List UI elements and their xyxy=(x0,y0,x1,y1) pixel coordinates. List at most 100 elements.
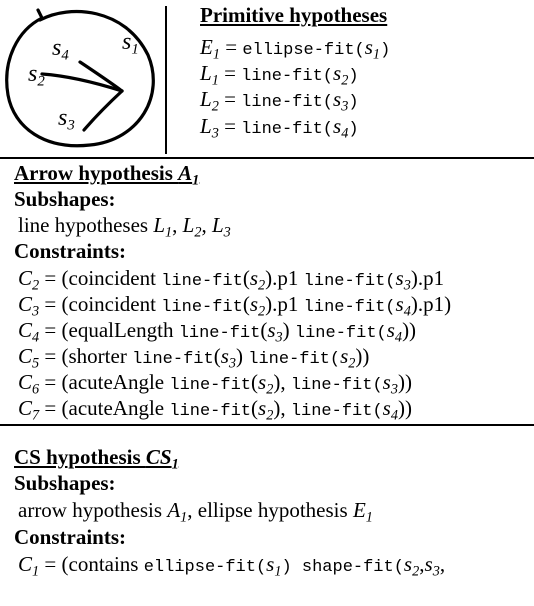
stroke-arg-sub: 4 xyxy=(341,125,349,142)
constraint-text: = (acuteAngle xyxy=(39,370,170,394)
stroke-arg: s xyxy=(395,266,404,290)
stroke-arg-sub: 3 xyxy=(390,381,398,398)
constraint-var: C xyxy=(18,318,33,342)
primitive-row: L3 = line-fit(s4) xyxy=(200,113,359,143)
hypothesis-var: L xyxy=(200,87,212,111)
paren: ( xyxy=(251,370,258,394)
paren: ( xyxy=(372,402,383,421)
constraint-var: C xyxy=(18,292,33,316)
paren: ( xyxy=(322,93,333,112)
constraint-text: )) xyxy=(397,370,412,394)
label-s4: s4 xyxy=(52,35,69,64)
constraint-row: C5 = (shorter line-fit(s3) line-fit(s2)) xyxy=(18,343,369,373)
stroke-arg-sub: 3 xyxy=(275,329,283,346)
constraint-text: ).p1 xyxy=(410,266,445,290)
paren: ( xyxy=(385,272,396,291)
constraint-row: C2 = (coincident line-fit(s2).p1 line-fi… xyxy=(18,265,444,295)
stroke-arg-sub: 3 xyxy=(403,277,411,294)
paren: ( xyxy=(372,376,383,395)
cs-subshapes-text: arrow hypothesis A1, ellipse hypothesis … xyxy=(18,498,373,526)
stroke-arg-sub: 1 xyxy=(372,46,381,63)
stroke-arg-sub: 2 xyxy=(266,407,274,424)
sketch-figure: s1 s4 s2 s3 xyxy=(0,0,165,158)
fit-function: line-fit xyxy=(290,376,373,395)
equals-sign: = xyxy=(218,87,242,111)
label-s1: s1 xyxy=(122,29,139,58)
paren: ) xyxy=(380,41,391,60)
constraint-text: ).p1) xyxy=(410,292,452,316)
stroke-arg: s xyxy=(340,344,349,368)
stroke-s2-shaft xyxy=(40,72,124,93)
fit-function: line-fit xyxy=(290,402,373,421)
hypothesis-var-sub: 2 xyxy=(211,98,219,115)
constraint-var-sub: 7 xyxy=(32,407,40,424)
equals-sign: = xyxy=(218,114,242,138)
hypothesis-var: E xyxy=(200,35,213,59)
separator: , xyxy=(172,213,183,237)
fit-function: line-fit xyxy=(241,67,323,86)
stroke-arg-sub: 2 xyxy=(348,355,356,372)
stroke-arg: s xyxy=(333,61,342,85)
fit-function: line-fit xyxy=(303,298,386,317)
paren: ( xyxy=(213,344,221,368)
separator: , xyxy=(201,213,212,237)
subshape-var: L xyxy=(153,213,165,237)
constraint-text: = (shorter xyxy=(39,344,133,368)
arrow-constraints-label: Constraints: xyxy=(14,239,127,263)
constraint-var-sub: 6 xyxy=(32,381,40,398)
arrow-subshapes-label: Subshapes: xyxy=(14,187,116,211)
constraint-var: C xyxy=(18,370,33,394)
fit-function: line-fit xyxy=(248,350,330,369)
constraint-text: = (coincident xyxy=(39,292,162,316)
stroke-arg-sub: 3 xyxy=(228,355,237,372)
primitive-heading: Primitive hypotheses xyxy=(200,3,388,27)
constraint-var-sub: 2 xyxy=(32,277,40,294)
constraint-text: ) xyxy=(236,344,249,368)
constraint-row: C7 = (acuteAngle line-fit(s2), line-fit(… xyxy=(18,395,412,425)
hypothesis-var-sub: 3 xyxy=(211,125,219,142)
fit-function: line-fit xyxy=(241,120,323,139)
constraint-text: = (equalLength xyxy=(39,318,179,342)
stroke-arg: s xyxy=(382,396,391,420)
stroke-arg: s xyxy=(333,114,342,138)
fit-function: line-fit xyxy=(241,93,323,112)
stroke-arg-sub: 4 xyxy=(394,329,403,346)
constraint-var: C xyxy=(18,396,33,420)
paren: ) xyxy=(348,120,359,139)
sketch-drawing xyxy=(5,8,155,148)
stroke-arg: s xyxy=(249,266,259,290)
stroke-arg: s xyxy=(386,318,395,342)
constraint-text: )) xyxy=(355,344,370,368)
primitive-row: L1 = line-fit(s2) xyxy=(200,60,359,90)
constraint-var: C xyxy=(18,266,33,290)
cs-heading: CS hypothesis CS1 xyxy=(14,445,179,473)
divider-middle xyxy=(0,424,534,426)
stroke-s3-head xyxy=(82,89,124,132)
vertical-divider xyxy=(165,6,167,154)
constraint-var-sub: 5 xyxy=(32,355,40,372)
stroke-arg-sub: 2 xyxy=(258,277,266,294)
subshape-var-sub: 1 xyxy=(165,224,173,241)
stroke-arg: s xyxy=(395,292,404,316)
constraint-text: )) xyxy=(402,318,417,342)
constraint-text: ), xyxy=(273,396,291,420)
paren: ( xyxy=(322,120,333,139)
arrow-subshapes-text: line hypotheses L1, L2, L3 xyxy=(18,213,231,241)
stroke-arg-sub: 2 xyxy=(258,303,266,320)
stroke-s1-ellipse xyxy=(5,8,155,148)
constraint-var-sub: 3 xyxy=(32,303,40,320)
cs-subshapes-label: Subshapes: xyxy=(14,471,116,495)
paren: ( xyxy=(260,318,268,342)
stroke-arg-sub: 4 xyxy=(390,407,398,424)
stroke-arg: s xyxy=(333,87,342,111)
paren: ( xyxy=(385,298,396,317)
paren: ( xyxy=(354,41,365,60)
constraint-text: = (acuteAngle xyxy=(39,396,170,420)
paren: ( xyxy=(251,396,258,420)
constraint-text: )) xyxy=(397,396,412,420)
constraint-row: C4 = (equalLength line-fit(s3) line-fit(… xyxy=(18,317,416,347)
constraint-text: = (coincident xyxy=(39,266,162,290)
stroke-arg-sub: 4 xyxy=(403,303,411,320)
hypothesis-var-sub: 1 xyxy=(211,72,219,89)
subshape-var-sub: 2 xyxy=(194,224,202,241)
